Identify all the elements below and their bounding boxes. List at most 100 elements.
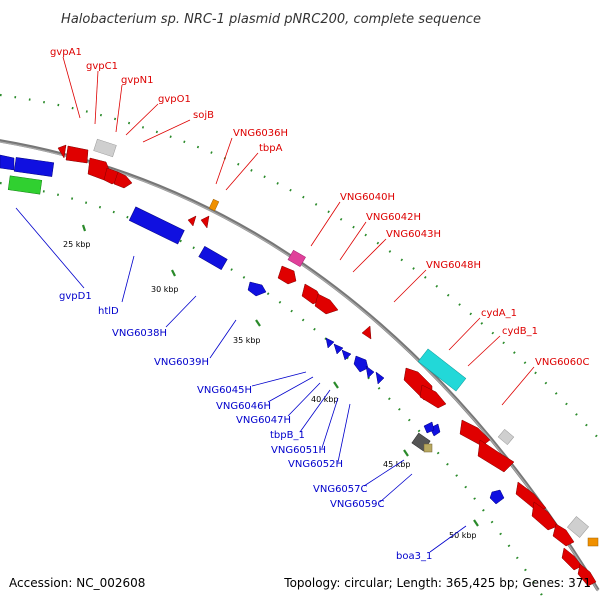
- gene-arrow-lower-2: [531, 501, 559, 531]
- gene-label-boa3_1: boa3_1: [396, 551, 432, 562]
- genome-backbone: [0, 139, 600, 591]
- tick-35kbp: [255, 319, 261, 327]
- gene-arrow-lower-5: [577, 563, 597, 587]
- gene-arrow-lower-4: [561, 547, 583, 571]
- leader-VNG6052H: [337, 403, 351, 463]
- gene-box-cydB_1: [417, 348, 467, 392]
- gene-box-orange-2: [587, 537, 599, 547]
- gene-arrow-VNG6052H: [375, 371, 385, 385]
- gene-label-cydA_1: cydA_1: [481, 308, 517, 319]
- leader-VNG6038H: [165, 295, 197, 328]
- gene-box-tbpA: [208, 198, 220, 212]
- gene-label-VNG6045H: VNG6045H: [197, 385, 252, 396]
- tick-label-50kbp: 50 kbp: [449, 531, 477, 540]
- gene-label-sojB: sojB: [193, 110, 214, 121]
- gene-arrow-VNG6046H: [333, 343, 344, 355]
- leader-VNG6060C: [501, 366, 535, 406]
- leader-cydA_1: [448, 317, 481, 351]
- gene-box-gvpD1: [7, 175, 43, 195]
- leader-VNG6057C: [363, 459, 405, 487]
- gene-arrow-VNG6036H-2: [187, 215, 197, 227]
- gene-label-VNG6040H: VNG6040H: [340, 192, 395, 203]
- gene-box-VNG6038H: [198, 245, 228, 271]
- gene-arrow-VNG6042H: [277, 265, 297, 285]
- leader-cydB_1: [467, 335, 501, 367]
- gene-label-gvpA1: gvpA1: [50, 47, 82, 58]
- gene-label-VNG6052H: VNG6052H: [288, 459, 343, 470]
- gene-arrow-left-1: [0, 154, 15, 171]
- map-title: Halobacterium sp. NRC-1 plasmid pNRC200,…: [61, 12, 481, 27]
- leader-VNG6045H: [251, 371, 307, 387]
- gene-label-VNG6038H: VNG6038H: [112, 328, 167, 339]
- tick-label-30kbp: 30 kbp: [151, 285, 179, 294]
- tick-label-25kbp: 25 kbp: [63, 240, 91, 249]
- tick-30kbp: [171, 269, 176, 277]
- gene-arrow-gvpC1: [65, 145, 89, 164]
- gene-arrow-VNG6060C-2: [477, 439, 515, 473]
- gene-label-VNG6047H: VNG6047H: [236, 415, 291, 426]
- gene-arrow-VNG6048H: [361, 325, 372, 340]
- gene-arrow-boa3_1: [489, 489, 505, 505]
- tick-50kbp: [473, 519, 479, 527]
- leader-gvpO1: [125, 103, 159, 136]
- gene-label-VNG6042H: VNG6042H: [366, 212, 421, 223]
- gene-arrow-VNG6036H: [200, 215, 210, 229]
- forward-strand-genes: [57, 138, 599, 587]
- gene-box-VNG6040H: [287, 249, 306, 268]
- gene-label-gvpD1: gvpD1: [59, 291, 92, 302]
- gene-label-gvpC1: gvpC1: [86, 61, 118, 72]
- gene-arrow-VNG6039H: [247, 281, 267, 297]
- gene-arrow-VNG6051H: [365, 365, 375, 379]
- gene-label-VNG6057C: VNG6057C: [313, 484, 368, 495]
- gene-box-htlD: [128, 206, 185, 245]
- gene-label-tbpA: tbpA: [259, 143, 283, 154]
- topology-summary-text: Topology: circular; Length: 365,425 bp; …: [283, 576, 591, 590]
- gc-content-track: [0, 93, 600, 600]
- gene-arrow-tbpB_1: [353, 355, 369, 373]
- accession-text: Accession: NC_002608: [9, 576, 145, 590]
- gene-arrow-gvpA1: [57, 144, 67, 159]
- leader-VNG6048H: [393, 269, 427, 303]
- gene-label-VNG6051H: VNG6051H: [271, 445, 326, 456]
- leader-gvpA1: [62, 56, 81, 119]
- reverse-label-leaders: [15, 207, 467, 553]
- gene-label-cydB_1: cydB_1: [502, 326, 538, 337]
- gene-arrow-VNG6060C: [459, 419, 491, 447]
- gene-box-gvpN1: [93, 138, 117, 158]
- gene-arrow-cydA_1-2: [419, 384, 447, 409]
- leader-gvpD1: [15, 207, 85, 289]
- leader-VNG6036H: [215, 137, 233, 185]
- gc-track-outer: [0, 93, 600, 441]
- leader-tbpB_1: [299, 389, 331, 433]
- forward-gene-labels: gvpA1 gvpC1 gvpN1 gvpO1 sojB VNG6036H tb…: [50, 47, 590, 368]
- gene-box-left-2: [13, 157, 55, 177]
- leader-gvpN1: [115, 84, 123, 133]
- tick-45kbp: [403, 449, 409, 457]
- gene-box-VNG6057C-2: [423, 443, 433, 453]
- leader-VNG6046H: [267, 376, 314, 403]
- gene-arrow-lower-3: [552, 523, 575, 547]
- leader-VNG6051H: [321, 397, 339, 449]
- tick-label-40kbp: 40 kbp: [311, 395, 339, 404]
- leader-sojB: [142, 119, 191, 143]
- gene-label-VNG6036H: VNG6036H: [233, 128, 288, 139]
- gene-label-gvpN1: gvpN1: [121, 75, 153, 86]
- gene-box-grey-3: [567, 516, 589, 538]
- genome-backbone-highlight: [0, 141, 599, 592]
- gene-label-htlD: htlD: [98, 306, 119, 317]
- reverse-gene-labels: gvpD1 htlD VNG6038H VNG6039H VNG6045H VN…: [59, 291, 432, 562]
- forward-label-leaders: [62, 56, 535, 406]
- leader-VNG6042H: [339, 221, 367, 261]
- gene-arrow-VNG6047H: [341, 349, 352, 361]
- gene-label-VNG6060C: VNG6060C: [535, 357, 590, 368]
- leader-VNG6059C: [379, 473, 413, 503]
- gene-box-grey-2: [497, 428, 515, 446]
- gene-arrow-VNG6043H-2: [314, 293, 339, 315]
- tick-label-35kbp: 35 kbp: [233, 336, 261, 345]
- gene-label-VNG6039H: VNG6039H: [154, 357, 209, 368]
- gene-arrow-sojB-2: [113, 171, 133, 189]
- gene-label-VNG6048H: VNG6048H: [426, 260, 481, 271]
- gene-label-tbpB_1: tbpB_1: [270, 430, 305, 441]
- leader-VNG6043H: [352, 238, 387, 273]
